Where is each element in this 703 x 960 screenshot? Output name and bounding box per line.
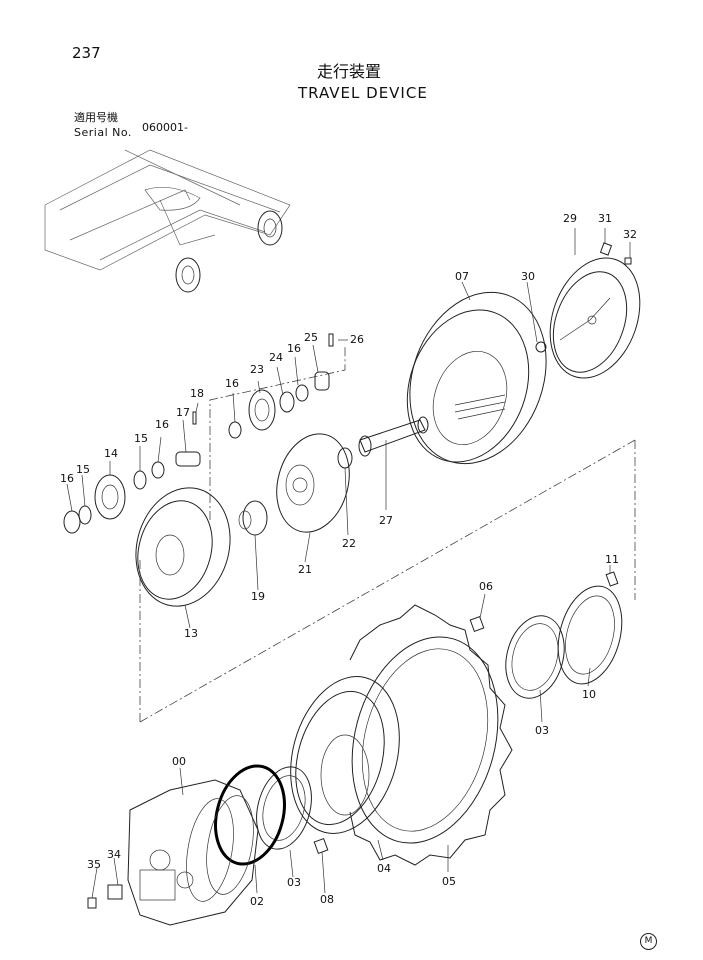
callout-07: 07 <box>455 270 469 283</box>
part-bearing <box>238 500 268 536</box>
callout-27: 27 <box>379 514 393 527</box>
serial-label: Serial No. <box>74 126 132 139</box>
callout-03-upper: 03 <box>535 724 549 737</box>
part-o-ring <box>214 764 286 866</box>
part-hub <box>290 676 400 834</box>
part-sprocket <box>349 604 513 866</box>
callout-15-upper: 15 <box>134 432 148 445</box>
callout-14: 14 <box>104 447 118 460</box>
callout-04: 04 <box>377 862 391 875</box>
page-title: TRAVEL DEVICE <box>298 84 428 102</box>
serial-value: 060001- <box>142 121 188 134</box>
copyright-mark: M <box>640 933 657 950</box>
callout-25: 25 <box>304 331 318 344</box>
part-travel-motor <box>127 779 259 926</box>
callout-leaders <box>66 228 631 899</box>
callout-17: 17 <box>176 406 190 419</box>
callout-16-a: 16 <box>60 472 74 485</box>
part-bolts <box>87 571 619 909</box>
part-small-hardware <box>535 242 632 353</box>
part-carrier-large <box>135 487 231 607</box>
callout-32: 32 <box>623 228 637 241</box>
part-planet-gears-upper <box>228 333 334 439</box>
callout-16-b: 16 <box>155 418 169 431</box>
callout-19: 19 <box>251 590 265 603</box>
callout-16-d: 16 <box>287 342 301 355</box>
callout-22: 22 <box>342 537 356 550</box>
callout-15-lower: 15 <box>76 463 90 476</box>
callout-35: 35 <box>87 858 101 871</box>
callout-23: 23 <box>250 363 264 376</box>
callout-00: 00 <box>172 755 186 768</box>
callout-10: 10 <box>582 688 596 701</box>
serial-label-japanese: 適用号機 <box>74 111 118 124</box>
callout-29: 29 <box>563 212 577 225</box>
part-floating-seals <box>256 585 623 850</box>
callout-24: 24 <box>269 351 283 364</box>
assembly-centerlines <box>139 345 636 723</box>
callout-13: 13 <box>184 627 198 640</box>
callout-11: 11 <box>605 553 619 566</box>
callout-34: 34 <box>107 848 121 861</box>
part-propeller-shaft <box>358 416 429 457</box>
callout-08: 08 <box>320 893 334 906</box>
callout-labels: 00 02 03 03 04 05 06 07 08 10 11 13 14 1… <box>60 212 637 908</box>
callout-16-c: 16 <box>225 377 239 390</box>
callout-02: 02 <box>250 895 264 908</box>
callout-18: 18 <box>190 387 204 400</box>
callout-26: 26 <box>350 333 364 346</box>
callout-30: 30 <box>521 270 535 283</box>
undercarriage-frame-sketch <box>44 149 291 293</box>
part-travel-drum <box>406 291 547 465</box>
callout-05: 05 <box>442 875 456 888</box>
callout-03-lower: 03 <box>287 876 301 889</box>
callout-06: 06 <box>479 580 493 593</box>
callout-31: 31 <box>598 212 612 225</box>
page-title-japanese: 走行装置 <box>317 62 382 81</box>
callout-21: 21 <box>298 563 312 576</box>
page-number: 237 <box>72 44 101 62</box>
part-cover <box>549 257 641 379</box>
